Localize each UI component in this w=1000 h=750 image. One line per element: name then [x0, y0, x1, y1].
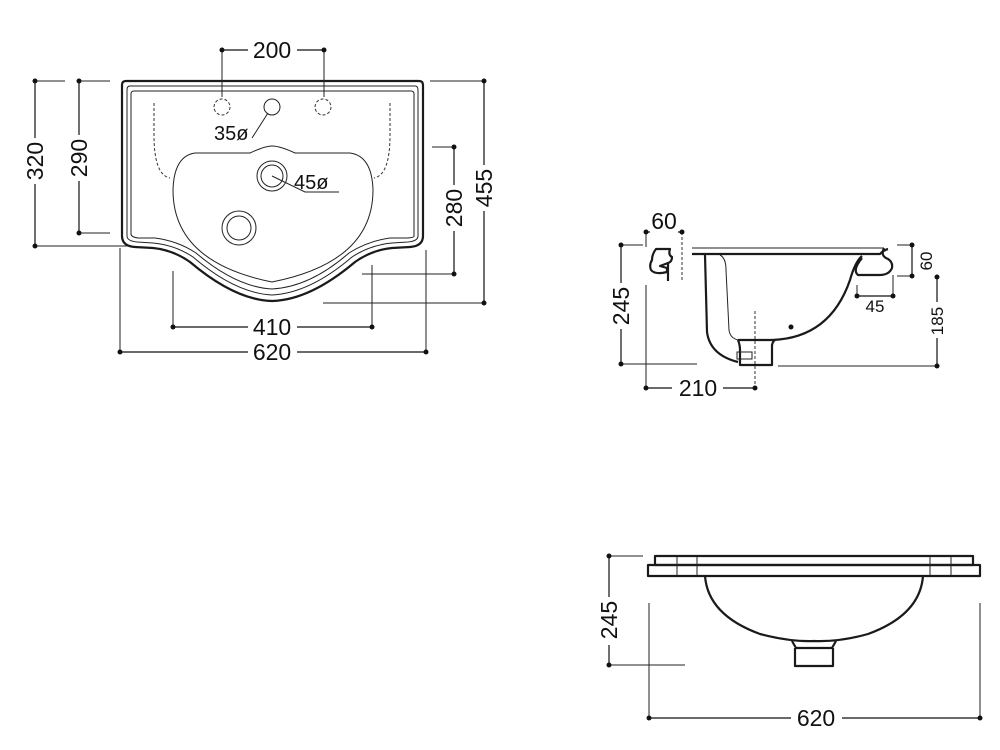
- dim-rim-height: 60: [897, 242, 936, 279]
- dim-width: 620: [117, 248, 429, 365]
- bowl-curve: [738, 255, 863, 342]
- dim-rim-height-label: 60: [917, 252, 936, 271]
- deck-line-left: [153, 103, 171, 179]
- back-wall: [703, 254, 739, 364]
- rim-profile-right: [854, 247, 894, 277]
- dim-bowl-depth-label: 280: [441, 189, 467, 227]
- top-plate: [653, 554, 975, 567]
- basin-outline: [120, 79, 425, 303]
- dim-bowl-depth: 280: [362, 144, 467, 277]
- rim-profile-left: [649, 247, 674, 275]
- bowl-outline: [703, 575, 925, 643]
- drain-hole-leader: [271, 175, 339, 193]
- dim-tap-spacing-label: 200: [253, 37, 291, 63]
- drain-hole-outer: [256, 160, 288, 192]
- dim-bowl-height: 185: [778, 274, 947, 369]
- dim-depth-inner-label: 290: [66, 139, 92, 177]
- dim-rim-width-label: 60: [651, 208, 677, 234]
- dim-drain-offset: 210: [643, 285, 758, 401]
- basin-rim-line: [130, 90, 415, 290]
- dim-front-height-label: 245: [596, 601, 622, 639]
- tap-hole-dashed-left: [213, 98, 231, 116]
- basin-inner-outline: [126, 85, 419, 296]
- deck-line-right: [373, 103, 391, 179]
- rim-top: [692, 247, 889, 256]
- drain-outlet: [736, 339, 776, 367]
- dim-rim-width: 60: [643, 208, 685, 247]
- dim-depth-overall: 320: [22, 78, 128, 249]
- overflow-hole-outer: [221, 210, 257, 246]
- side-view: 60 245 210 60 45: [608, 208, 947, 401]
- dim-rim-lip-label: 45: [866, 297, 885, 316]
- drain-hole-label: 45ø: [294, 172, 328, 194]
- dim-depth-inner: 290: [66, 78, 110, 236]
- dim-drain-offset-label: 210: [679, 375, 717, 401]
- overflow-connector: [736, 351, 753, 360]
- dim-tap-spacing: 200: [219, 37, 327, 97]
- tap-hole-dashed-right: [314, 98, 332, 116]
- front-view: 245 620: [596, 553, 983, 731]
- tap-hole: [263, 98, 281, 116]
- bowl-outline: [172, 145, 374, 283]
- dim-side-height: 245: [608, 242, 697, 367]
- dim-bowl-width: 410: [170, 265, 375, 340]
- overflow-hole-inner: [226, 215, 252, 241]
- dim-front-height: 245: [596, 553, 685, 668]
- back-wall-inner: [719, 254, 739, 341]
- dim-front-width-label: 620: [797, 705, 835, 731]
- dim-width-label: 620: [253, 339, 291, 365]
- dim-side-height-label: 245: [608, 287, 634, 325]
- dim-front-width: 620: [646, 603, 983, 731]
- drain-outlet: [791, 640, 837, 668]
- tap-hole-label: 35ø: [214, 123, 248, 145]
- top-view: 35ø 45ø 200 320 290: [22, 37, 497, 365]
- dim-rim-lip: 45: [854, 275, 896, 316]
- dim-bowl-width-label: 410: [253, 314, 291, 340]
- drain-hole-inner: [260, 164, 284, 188]
- overflow-point: [788, 324, 794, 330]
- rim-plate: [646, 563, 982, 578]
- dim-projection-total-label: 455: [471, 169, 497, 207]
- tap-hole-leader: [251, 112, 269, 139]
- dim-bowl-height-label: 185: [928, 307, 947, 335]
- dim-depth-overall-label: 320: [22, 142, 48, 180]
- dim-projection-total: 455: [323, 78, 497, 306]
